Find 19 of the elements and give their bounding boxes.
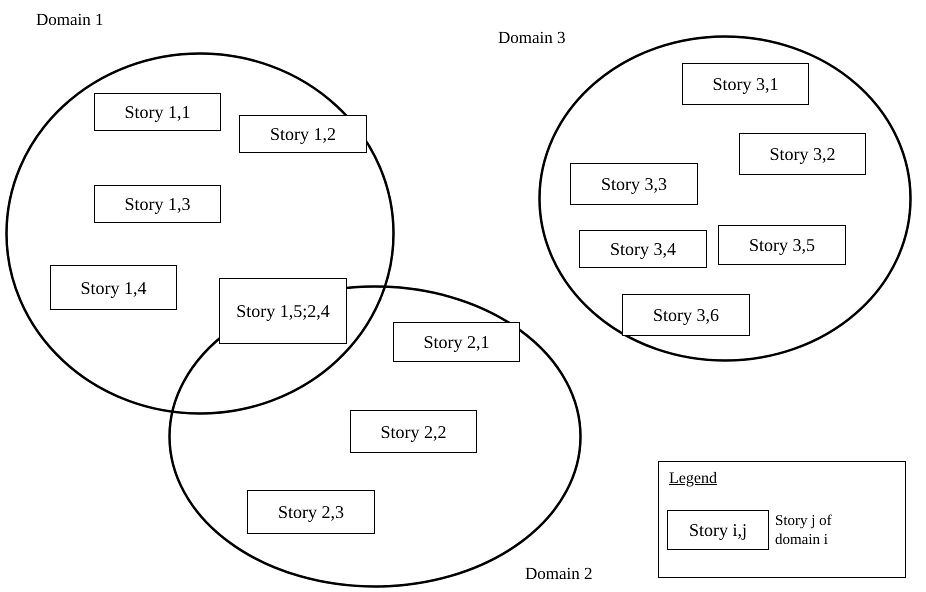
story-box: Story 3,2	[739, 133, 866, 175]
legend-sample-box: Story i,j	[667, 510, 769, 550]
domain-heading: Domain 1	[36, 10, 104, 30]
story-box: Story 3,3	[570, 163, 698, 205]
legend-text: Story j of domain i	[775, 512, 833, 550]
domain-heading: Domain 2	[525, 564, 593, 584]
story-box: Story 2,2	[350, 410, 477, 453]
story-box: Story 1,4	[50, 265, 177, 310]
story-box: Story 3,6	[622, 294, 750, 336]
legend-title: Legend	[669, 470, 717, 488]
story-box: Story 3,4	[579, 230, 707, 268]
story-box: Story 3,1	[682, 63, 809, 105]
story-box: Story 1,3	[94, 185, 221, 223]
story-box: Story 2,1	[393, 322, 520, 362]
story-box: Story 1,2	[239, 115, 367, 153]
domain-heading: Domain 3	[498, 28, 566, 48]
story-box: Story 2,3	[247, 490, 375, 534]
story-box: Story 1,1	[94, 93, 221, 131]
story-box: Story 3,5	[718, 225, 846, 265]
